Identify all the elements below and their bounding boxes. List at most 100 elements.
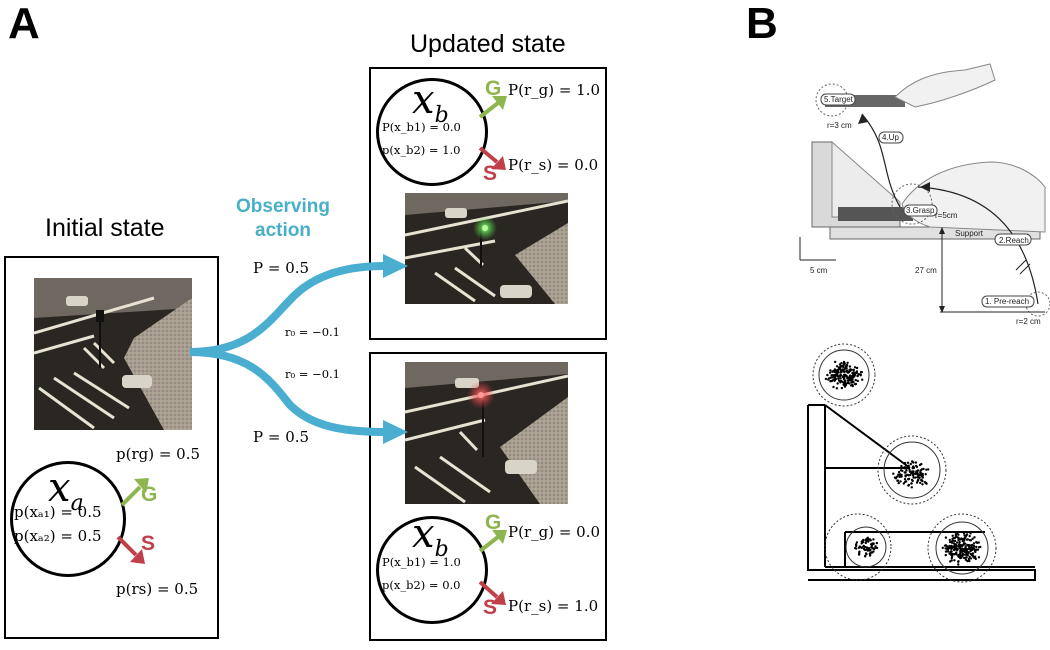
probability-bottom-label: P = 0.5 bbox=[253, 428, 310, 446]
scatter-point bbox=[915, 481, 919, 484]
scatter-point bbox=[907, 483, 910, 487]
scatter-point bbox=[958, 541, 961, 544]
scatter-point bbox=[907, 464, 910, 467]
scatter-point bbox=[843, 378, 846, 381]
scatter-point bbox=[914, 476, 917, 479]
scatter-point bbox=[842, 364, 845, 367]
scatter-point bbox=[916, 471, 919, 474]
initial-p-rs: p(rs) = 0.5 bbox=[116, 580, 199, 598]
updated-bottom-g-label: G bbox=[485, 511, 502, 534]
scatter-point bbox=[912, 476, 915, 479]
scatter-point bbox=[833, 379, 836, 382]
scatter-point bbox=[897, 481, 900, 485]
updated-bottom-p-rg: P(r_g) = 0.0 bbox=[508, 523, 601, 541]
updated-top-state-variable: xb bbox=[412, 80, 449, 127]
scatter-point bbox=[903, 461, 907, 465]
scatter-point bbox=[969, 557, 973, 560]
endpoint-scatter-plot bbox=[807, 343, 1036, 583]
scatter-point bbox=[854, 383, 857, 386]
scatter-point bbox=[864, 541, 867, 545]
scatter-point bbox=[977, 541, 980, 544]
scatter-point bbox=[960, 537, 963, 540]
scatter-point bbox=[850, 381, 853, 384]
scatter-point bbox=[904, 475, 907, 478]
scatter-point bbox=[967, 557, 971, 561]
initial-state-heading: Initial state bbox=[45, 214, 165, 242]
label-reach: 2.Reach bbox=[999, 236, 1029, 245]
scatter-point bbox=[867, 546, 870, 550]
scatter-point bbox=[848, 365, 852, 368]
scatter-point bbox=[953, 539, 957, 543]
scatter-point bbox=[872, 538, 875, 541]
street-scene-green-light-image bbox=[405, 193, 568, 304]
scatter-point bbox=[863, 555, 867, 558]
scatter-point bbox=[968, 534, 971, 538]
scatter-point bbox=[843, 373, 846, 376]
scatter-point bbox=[952, 536, 955, 540]
scatter-point bbox=[852, 368, 855, 372]
scatter-point bbox=[924, 473, 927, 476]
scatter-point bbox=[949, 551, 952, 554]
scatter-point bbox=[839, 377, 842, 380]
label-scale: 5 cm bbox=[810, 266, 828, 275]
scatter-point bbox=[906, 461, 910, 464]
updated-bottom-go-arrow bbox=[478, 530, 507, 553]
scatter-point bbox=[837, 377, 840, 380]
scatter-point bbox=[875, 541, 879, 545]
reward-bottom-label: r₀ = −0.1 bbox=[285, 367, 340, 381]
updated-bottom-state-subscript: b bbox=[434, 537, 449, 562]
scatter-point bbox=[909, 473, 912, 477]
scatter-point bbox=[865, 548, 868, 551]
scatter-point bbox=[953, 559, 956, 562]
scatter-point bbox=[956, 541, 959, 544]
scatter-point bbox=[913, 472, 917, 476]
scatter-point bbox=[849, 368, 852, 371]
scatter-point bbox=[824, 377, 828, 381]
scatter-point bbox=[871, 547, 875, 550]
scatter-point bbox=[947, 546, 950, 550]
scatter-point bbox=[965, 553, 969, 557]
scatter-point bbox=[843, 368, 846, 371]
scatter-point bbox=[974, 550, 977, 554]
scatter-point bbox=[843, 370, 846, 374]
updated-bottom-state-symbol: x bbox=[412, 511, 435, 557]
scatter-point bbox=[898, 475, 902, 478]
scatter-point bbox=[941, 546, 944, 549]
scatter-point bbox=[849, 384, 853, 387]
scatter-point bbox=[872, 542, 875, 546]
reward-top-label: r₀ = −0.1 bbox=[285, 325, 340, 339]
scatter-frame bbox=[807, 405, 1036, 581]
branch-arrow-bottom bbox=[189, 348, 386, 436]
scatter-point bbox=[969, 532, 972, 535]
scatter-point bbox=[964, 556, 967, 559]
scatter-point bbox=[860, 540, 864, 543]
scatter-point bbox=[947, 550, 950, 553]
scatter-point bbox=[856, 379, 859, 383]
updated-bottom-p-xb2: p(x_b2) = 0.0 bbox=[382, 578, 461, 592]
scatter-point bbox=[894, 477, 898, 480]
scatter-point bbox=[875, 546, 879, 550]
scatter-point bbox=[835, 365, 839, 368]
scatter-point bbox=[916, 469, 920, 472]
scatter-point bbox=[854, 546, 857, 550]
scatter-point bbox=[966, 551, 970, 555]
scatter-point bbox=[948, 538, 951, 542]
scatter-point bbox=[957, 560, 960, 563]
scatter-point bbox=[951, 553, 954, 556]
scatter-point bbox=[831, 376, 834, 379]
scatter-point bbox=[977, 546, 981, 549]
scatter-point bbox=[968, 555, 971, 558]
scatter-point bbox=[962, 532, 966, 535]
initial-go-arrow bbox=[120, 478, 149, 507]
scatter-point bbox=[925, 468, 928, 471]
scatter-point bbox=[956, 547, 959, 551]
scatter-point bbox=[905, 467, 908, 470]
reach-grasp-schematic: 5.Target r=3 cm 4.Up 3.Grasp r=5cm Suppo… bbox=[799, 63, 1050, 326]
scatter-point bbox=[952, 545, 956, 548]
scatter-point bbox=[964, 545, 967, 548]
scatter-point bbox=[911, 474, 915, 477]
scatter-point bbox=[843, 362, 846, 366]
scatter-point bbox=[840, 386, 844, 390]
scatter-point bbox=[966, 543, 969, 547]
